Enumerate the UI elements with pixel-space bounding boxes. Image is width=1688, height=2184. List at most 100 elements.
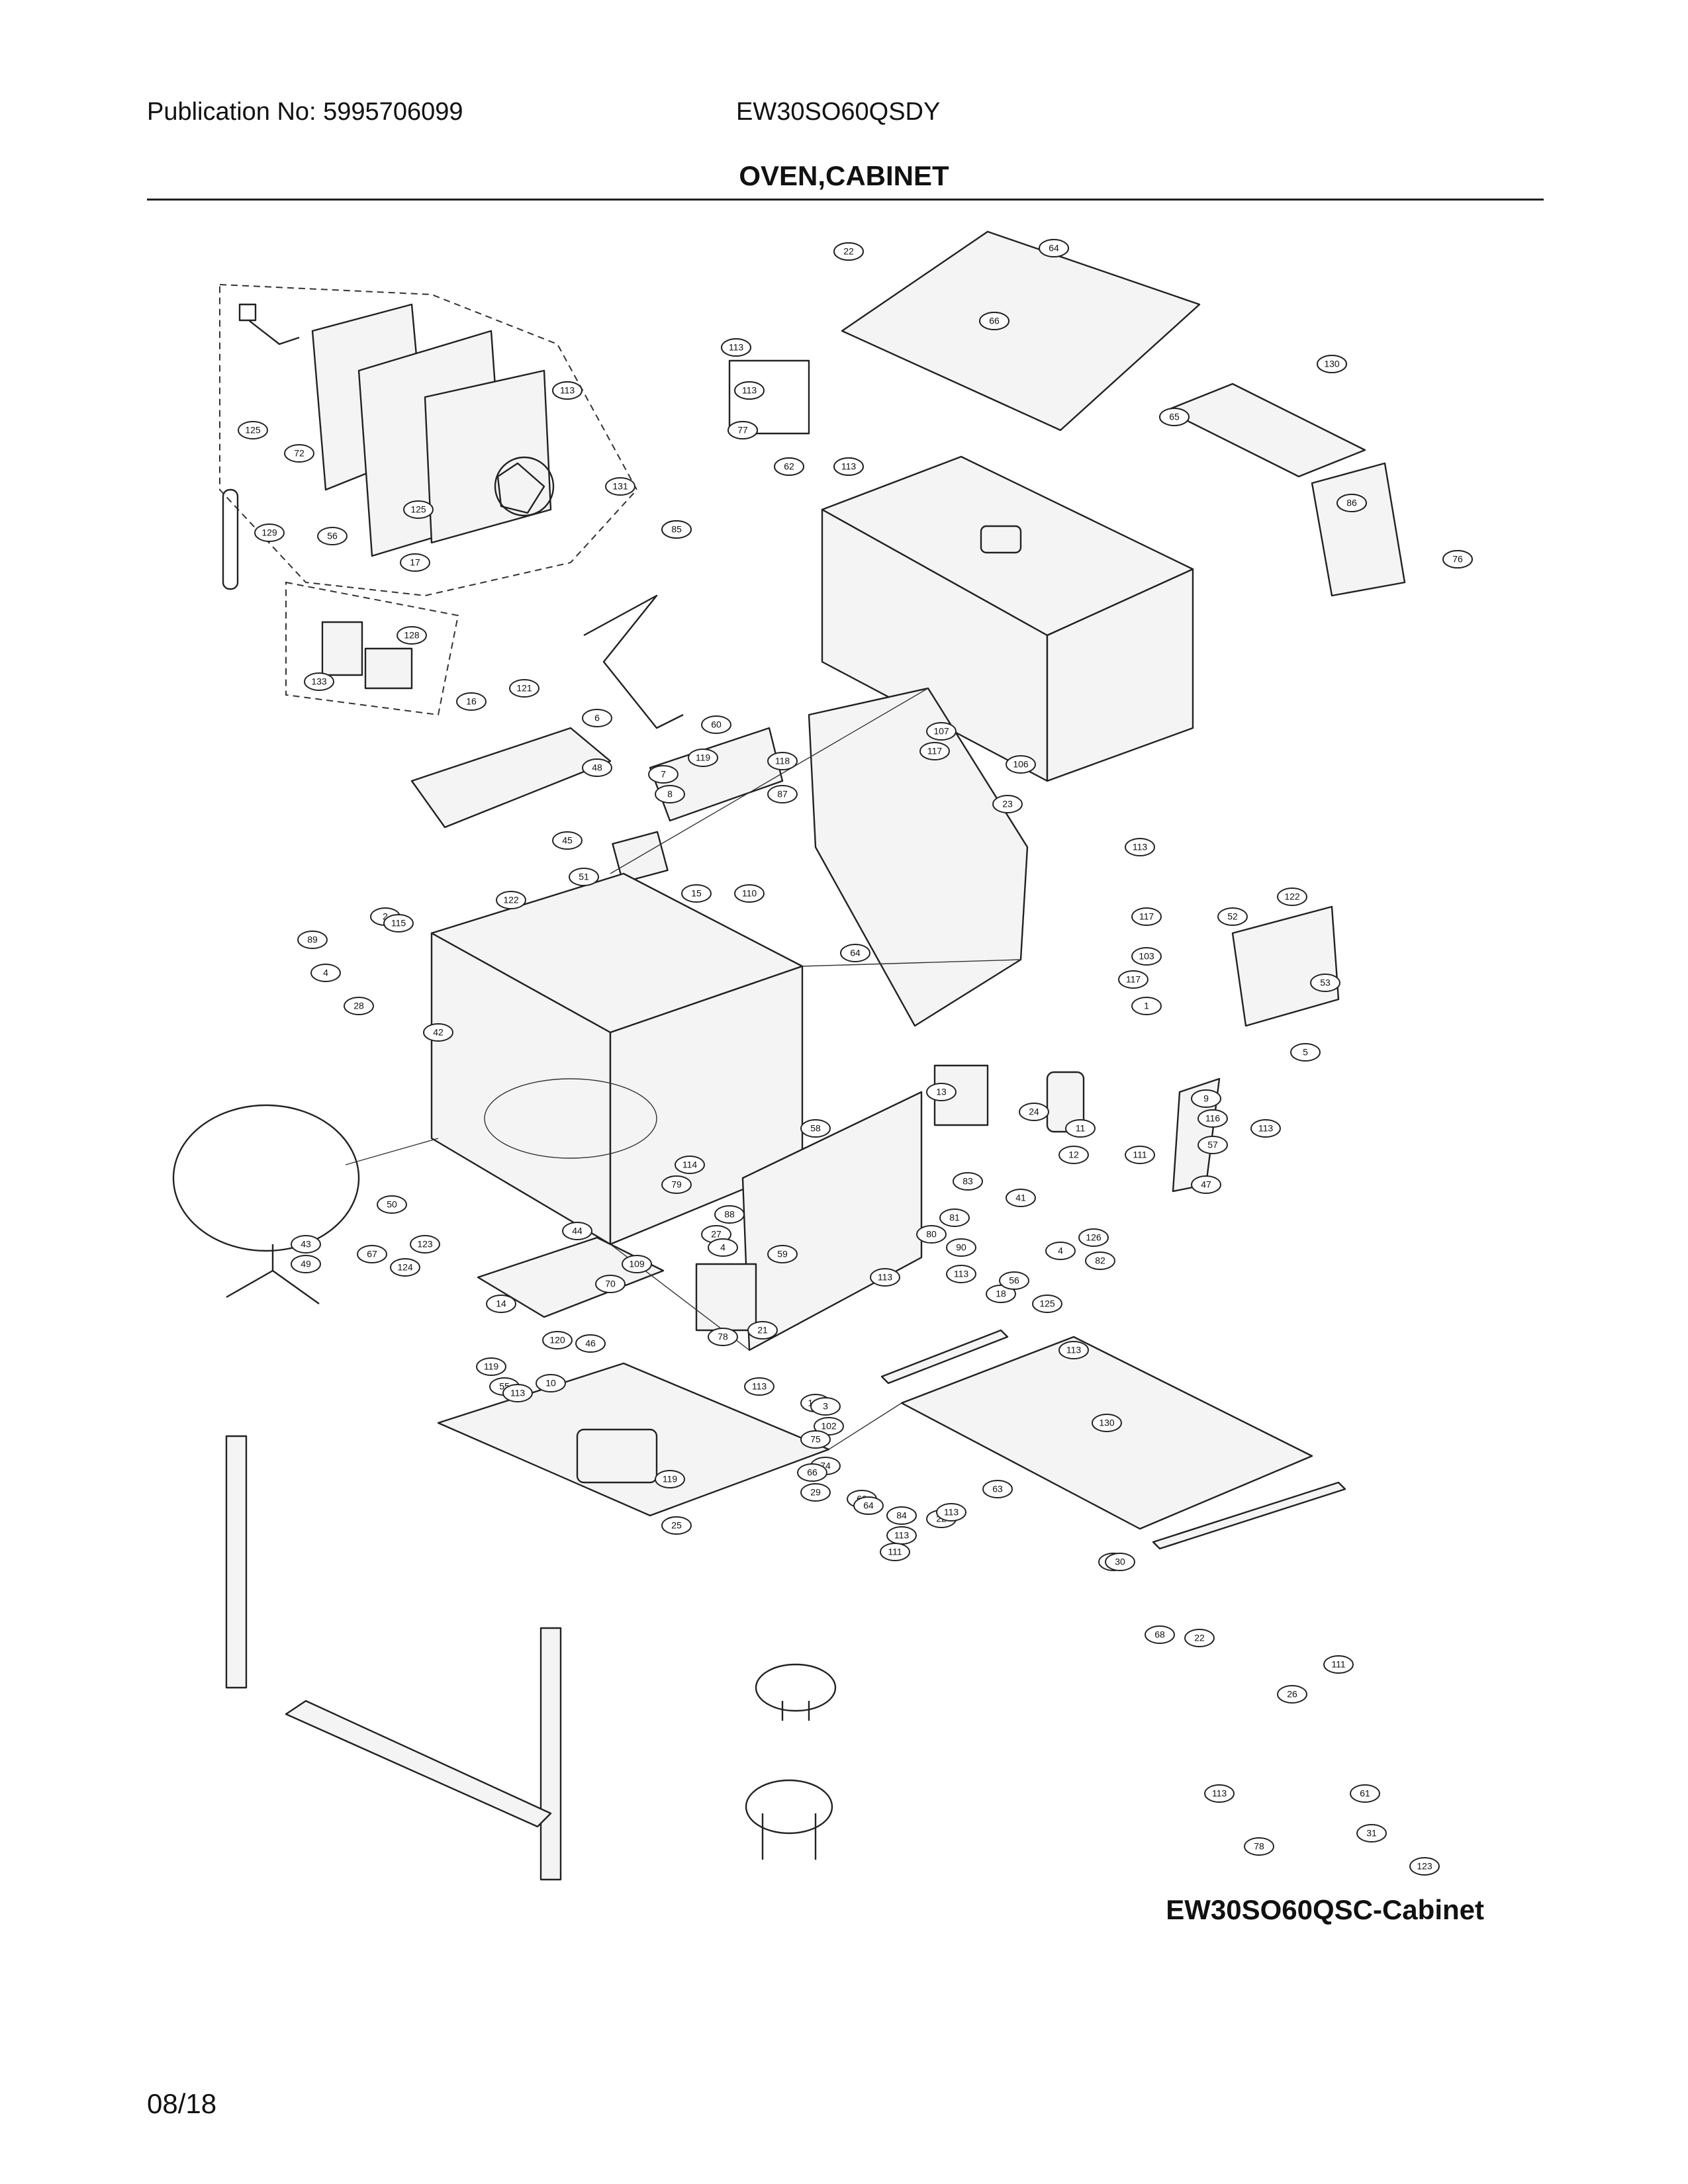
part-callout-78: 78 — [1244, 1837, 1274, 1856]
part-callout-70: 70 — [595, 1275, 626, 1293]
part-number: 76 — [1452, 554, 1463, 565]
part-number: 109 — [629, 1259, 645, 1269]
section-title: OVEN,CABINET — [739, 160, 949, 191]
part-number: 119 — [696, 752, 711, 763]
part-number: 119 — [663, 1474, 678, 1484]
part-number: 46 — [585, 1338, 596, 1349]
part-number: 7 — [661, 769, 666, 780]
part-number: 57 — [1207, 1140, 1218, 1150]
part-number: 51 — [579, 872, 589, 882]
part-number: 66 — [807, 1467, 818, 1478]
part-callout-133: 133 — [304, 672, 334, 691]
part-number: 110 — [742, 888, 757, 899]
part-callout-77: 77 — [727, 421, 758, 439]
part-callout-8: 8 — [655, 785, 685, 803]
part-number: 113 — [1133, 842, 1148, 852]
part-number: 21 — [757, 1325, 768, 1336]
part-callout-21: 21 — [747, 1321, 778, 1340]
part-callout-46: 46 — [575, 1334, 606, 1353]
part-number: 107 — [933, 726, 949, 737]
part-number: 70 — [605, 1279, 616, 1289]
part-callout-65: 65 — [1159, 408, 1190, 426]
part-number: 41 — [1015, 1193, 1026, 1203]
part-callout-129: 129 — [254, 523, 285, 542]
part-callout-113: 113 — [936, 1503, 966, 1522]
part-callout-111: 111 — [1125, 1146, 1155, 1164]
part-callout-122: 122 — [1277, 887, 1307, 906]
model-number: EW30SO60QSDY — [736, 98, 941, 126]
part-number: 81 — [949, 1212, 960, 1223]
exploded-parts-diagram: 1123211316331131213011420331123411219125… — [172, 230, 1473, 1881]
part-callout-125: 125 — [1032, 1295, 1062, 1313]
part-callout-121: 121 — [509, 679, 539, 698]
part-number: 15 — [691, 888, 702, 899]
part-number: 89 — [307, 934, 318, 945]
door-assembly-group — [219, 283, 638, 597]
part-number: 111 — [1331, 1659, 1345, 1670]
part-callout-3: 3 — [810, 1397, 841, 1416]
part-callout-29: 29 — [800, 1483, 831, 1502]
part-number: 26 — [1287, 1689, 1297, 1700]
part-number: 111 — [1133, 1150, 1147, 1160]
part-callout-5: 5 — [1290, 1043, 1321, 1062]
part-callout-79: 79 — [661, 1175, 692, 1194]
part-number: 130 — [1324, 359, 1340, 369]
part-number: 113 — [752, 1381, 767, 1392]
capacitor — [1046, 1071, 1085, 1133]
part-number: 102 — [821, 1421, 837, 1432]
part-callout-110: 110 — [734, 884, 765, 903]
part-number: 113 — [944, 1507, 959, 1518]
part-number: 120 — [549, 1335, 565, 1345]
part-callout-66: 66 — [979, 312, 1009, 330]
part-number: 117 — [927, 746, 943, 756]
latch-assembly-group — [285, 581, 459, 716]
part-callout-123: 123 — [410, 1235, 440, 1253]
part-callout-117: 117 — [919, 742, 950, 760]
part-number: 59 — [777, 1249, 788, 1259]
part-callout-63: 63 — [982, 1480, 1013, 1498]
part-number: 4 — [323, 968, 328, 978]
part-number: 48 — [592, 762, 602, 773]
part-number: 113 — [894, 1530, 910, 1541]
part-number: 22 — [1194, 1633, 1205, 1643]
part-callout-72: 72 — [284, 444, 314, 463]
part-number: 53 — [1320, 978, 1331, 988]
turntable-glass — [172, 1104, 360, 1252]
part-number: 13 — [936, 1087, 947, 1097]
part-number: 78 — [718, 1332, 728, 1342]
part-number: 64 — [863, 1500, 874, 1511]
part-number: 18 — [996, 1289, 1006, 1299]
part-number: 6 — [594, 713, 600, 723]
part-number: 80 — [926, 1229, 937, 1240]
part-number: 125 — [245, 425, 261, 435]
part-callout-130: 130 — [1092, 1414, 1122, 1432]
part-callout-90: 90 — [946, 1238, 976, 1257]
part-number: 42 — [433, 1027, 444, 1038]
part-callout-123: 123 — [1409, 1857, 1440, 1876]
part-number: 122 — [1284, 891, 1300, 902]
part-number: 12 — [1068, 1150, 1079, 1160]
part-number: 1 — [1144, 1001, 1149, 1011]
part-callout-47: 47 — [1191, 1175, 1221, 1194]
part-number: 25 — [671, 1520, 682, 1531]
part-callout-68: 68 — [1145, 1625, 1175, 1644]
roller-support — [226, 1244, 320, 1304]
part-number: 114 — [682, 1160, 698, 1170]
part-number: 16 — [466, 696, 477, 707]
part-number: 84 — [896, 1510, 907, 1521]
part-number: 133 — [311, 676, 327, 687]
part-callout-9: 9 — [1191, 1089, 1221, 1108]
part-callout-111: 111 — [880, 1543, 910, 1561]
part-number: 8 — [667, 789, 673, 799]
rack-low — [755, 1663, 837, 1712]
part-callout-89: 89 — [297, 931, 328, 949]
part-number: 82 — [1095, 1255, 1105, 1266]
part-callout-56: 56 — [999, 1271, 1029, 1290]
part-number: 4 — [1058, 1246, 1063, 1256]
motor-bracket — [477, 1236, 665, 1318]
duct-adapter — [1311, 462, 1406, 597]
part-number: 5 — [1303, 1047, 1308, 1058]
outer-top-panel — [841, 230, 1201, 432]
part-callout-83: 83 — [953, 1172, 983, 1191]
part-callout-111: 111 — [1323, 1655, 1354, 1674]
